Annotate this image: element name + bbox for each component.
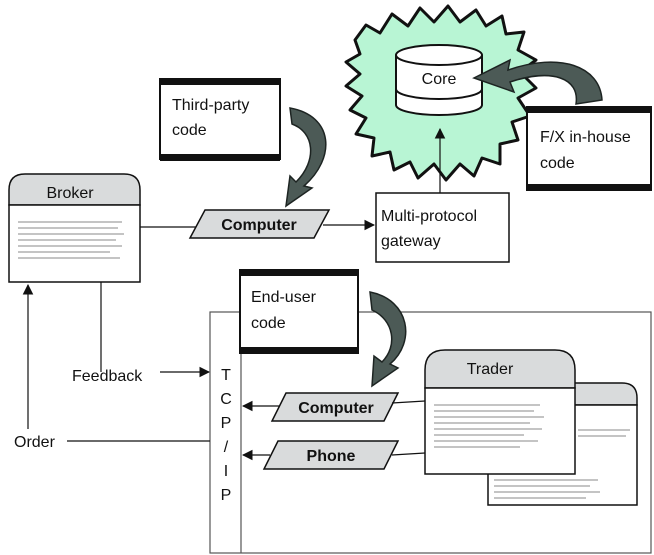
end-user-line1: End-user: [251, 289, 317, 306]
svg-text:/: /: [224, 439, 229, 456]
broker-title: Broker: [46, 185, 94, 202]
svg-text:T: T: [221, 367, 231, 384]
tcp-ip-label: T C P / I P: [220, 367, 232, 504]
broker-text-lines: [18, 221, 124, 259]
end-user-code-box[interactable]: End-user code: [239, 269, 359, 354]
core-label: Core: [422, 71, 457, 88]
svg-text:C: C: [220, 391, 232, 408]
fx-to-core-swirl-arrow: [472, 58, 603, 105]
trader-text-lines: [434, 404, 544, 448]
computer-top-label: Computer: [221, 217, 297, 234]
phone-node[interactable]: Phone: [262, 440, 400, 470]
trader-title: Trader: [467, 361, 514, 378]
end-user-swirl-arrow: [369, 291, 407, 388]
trader-window[interactable]: Trader: [424, 349, 576, 475]
core-database[interactable]: Core: [395, 44, 483, 116]
computer-node-top[interactable]: Computer: [188, 209, 331, 239]
phone-label: Phone: [307, 448, 356, 465]
svg-text:I: I: [224, 463, 228, 480]
third-party-line2: code: [172, 122, 207, 139]
computer-node-bottom[interactable]: Computer: [270, 392, 400, 422]
fx-code-line2: code: [540, 155, 575, 172]
svg-text:P: P: [221, 487, 232, 504]
gateway-line1: Multi-protocol: [381, 208, 477, 225]
order-label: Order: [14, 434, 56, 451]
third-party-code-box[interactable]: Third-party code: [159, 78, 281, 161]
svg-text:P: P: [221, 415, 232, 432]
computer-bottom-label: Computer: [298, 400, 374, 417]
broker-window[interactable]: Broker: [8, 173, 141, 283]
fx-code-line1: F/X in-house: [540, 129, 631, 146]
feedback-label: Feedback: [72, 368, 143, 385]
multi-protocol-gateway-box[interactable]: Multi-protocol gateway: [375, 192, 510, 263]
gateway-line2: gateway: [381, 233, 441, 250]
fx-inhouse-code-box[interactable]: F/X in-house code: [526, 106, 652, 191]
end-user-line2: code: [251, 315, 286, 332]
third-party-swirl-arrow: [285, 107, 327, 208]
broker-computer-gateway-connectors: [140, 127, 446, 231]
trader-connectors: [22, 282, 426, 461]
third-party-line1: Third-party: [172, 97, 249, 114]
